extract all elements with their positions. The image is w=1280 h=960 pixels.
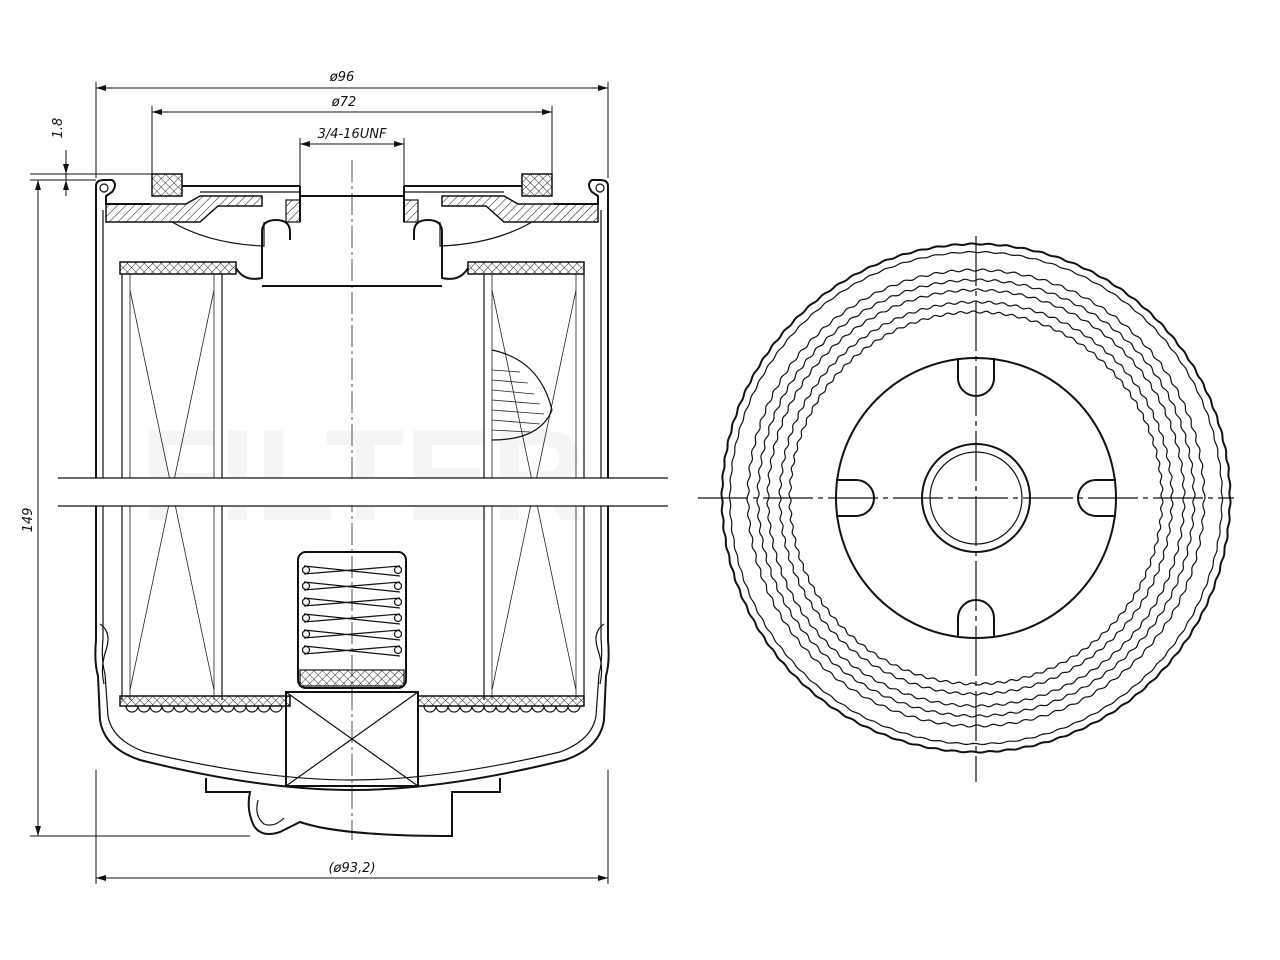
dimension-lines — [30, 82, 609, 884]
dim-thread: 3/4-16UNF — [318, 127, 387, 142]
top-view-centerlines — [698, 236, 1234, 782]
side-bead-left — [99, 623, 109, 685]
bottom-endcap-left — [119, 695, 291, 707]
gasket-right — [521, 173, 553, 197]
gasket-left — [151, 173, 183, 197]
top-seam-left — [95, 179, 150, 205]
endcap-scallops-right — [423, 705, 581, 713]
seam-bead-left — [99, 183, 109, 193]
bottom-flange-tab — [256, 799, 285, 826]
seam-bead-right — [595, 183, 605, 193]
boss-wall-right — [403, 199, 419, 223]
center-tube-top — [235, 218, 469, 280]
top-seam-right — [554, 179, 609, 205]
dimension-labels: ø96 ø72 3/4-16UNF 1.8 149 (ø93,2) — [21, 70, 387, 876]
pleat-lines — [491, 369, 545, 433]
bottom-endcap-right — [417, 695, 585, 707]
base-plate-left — [105, 195, 263, 223]
top-view — [698, 236, 1234, 782]
boss-wall-left — [285, 199, 301, 223]
pleat-cutaway — [491, 349, 553, 441]
bottom-flange — [205, 778, 501, 838]
base-plate-right — [441, 195, 599, 223]
top-endcap-right — [467, 261, 585, 275]
dim-gasket-diameter: ø72 — [331, 95, 357, 110]
anti-drain-valve-left — [171, 221, 265, 247]
dim-height: 149 — [21, 508, 36, 533]
dim-base-diameter: (ø93,2) — [328, 861, 375, 876]
svg-text:FILTER: FILTER — [140, 402, 585, 548]
section-view — [58, 160, 668, 840]
endcap-scallops-left — [125, 705, 283, 713]
break-band — [58, 477, 668, 507]
dim-gasket-thickness: 1.8 — [51, 118, 66, 139]
anti-drain-valve-right — [439, 221, 533, 247]
top-endcap-left — [119, 261, 237, 275]
side-bead-right — [595, 623, 605, 685]
watermark: FILTER — [140, 402, 585, 548]
dim-outer-diameter: ø96 — [329, 70, 355, 85]
